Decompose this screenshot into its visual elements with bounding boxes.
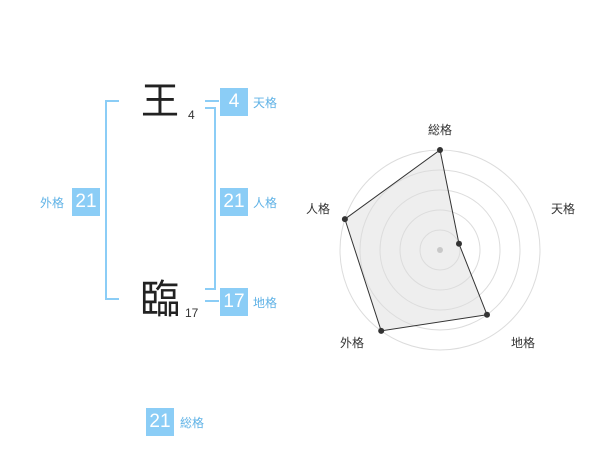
radar-grid-ring: [419, 229, 461, 271]
radar-point-2: [456, 240, 462, 247]
gaikaku-bracket-bottom-tick: [105, 298, 119, 300]
soukaku-label: 総格: [180, 416, 205, 430]
soukaku-value-box: 21: [146, 408, 174, 436]
radar-data-area: [344, 150, 487, 331]
gaikaku-value-box: 21: [72, 188, 100, 216]
name-character-1: 王: [140, 79, 179, 123]
radar-axis-label-2: 天格: [551, 201, 575, 216]
chikaku-label: 地格: [253, 296, 278, 310]
radar-axis-label-4: 外格: [340, 335, 364, 350]
tenkaku-connector: [205, 100, 219, 102]
name-character-2: 臨: [140, 277, 180, 323]
radar-point-3: [484, 311, 490, 318]
radar-axis-label-3: 地格: [511, 335, 535, 350]
tenkaku-label: 天格: [253, 96, 278, 110]
radar-axis-label-5: 人格: [306, 201, 330, 216]
stroke-count-1: 4: [188, 108, 195, 122]
gaikaku-bracket-vertical: [105, 100, 107, 300]
radar-axis-label-1: 総格: [428, 122, 452, 137]
tenkaku-value-box: 4: [220, 88, 248, 116]
radar-grid-ring: [359, 169, 521, 331]
radar-grid-ring: [379, 189, 501, 311]
chikaku-connector: [205, 300, 219, 302]
jinkaku-bracket-vertical: [214, 107, 216, 290]
stroke-count-2: 17: [185, 306, 199, 320]
chikaku-value-box: 17: [220, 288, 248, 316]
jinkaku-bracket-top-tick: [205, 107, 216, 109]
jinkaku-label: 人格: [253, 196, 278, 210]
radar-point-5: [341, 216, 348, 223]
radar-point-4: [378, 327, 385, 334]
gaikaku-label: 外格: [40, 196, 65, 210]
gaikaku-bracket-top-tick: [105, 100, 119, 102]
radar-grid-ring: [399, 209, 481, 291]
radar-data-outline: [344, 149, 488, 332]
jinkaku-value-box: 21: [220, 188, 248, 216]
jinkaku-bracket-bottom-tick: [205, 288, 216, 290]
radar-center-dot: [437, 247, 443, 253]
radar-point-1: [437, 147, 443, 153]
